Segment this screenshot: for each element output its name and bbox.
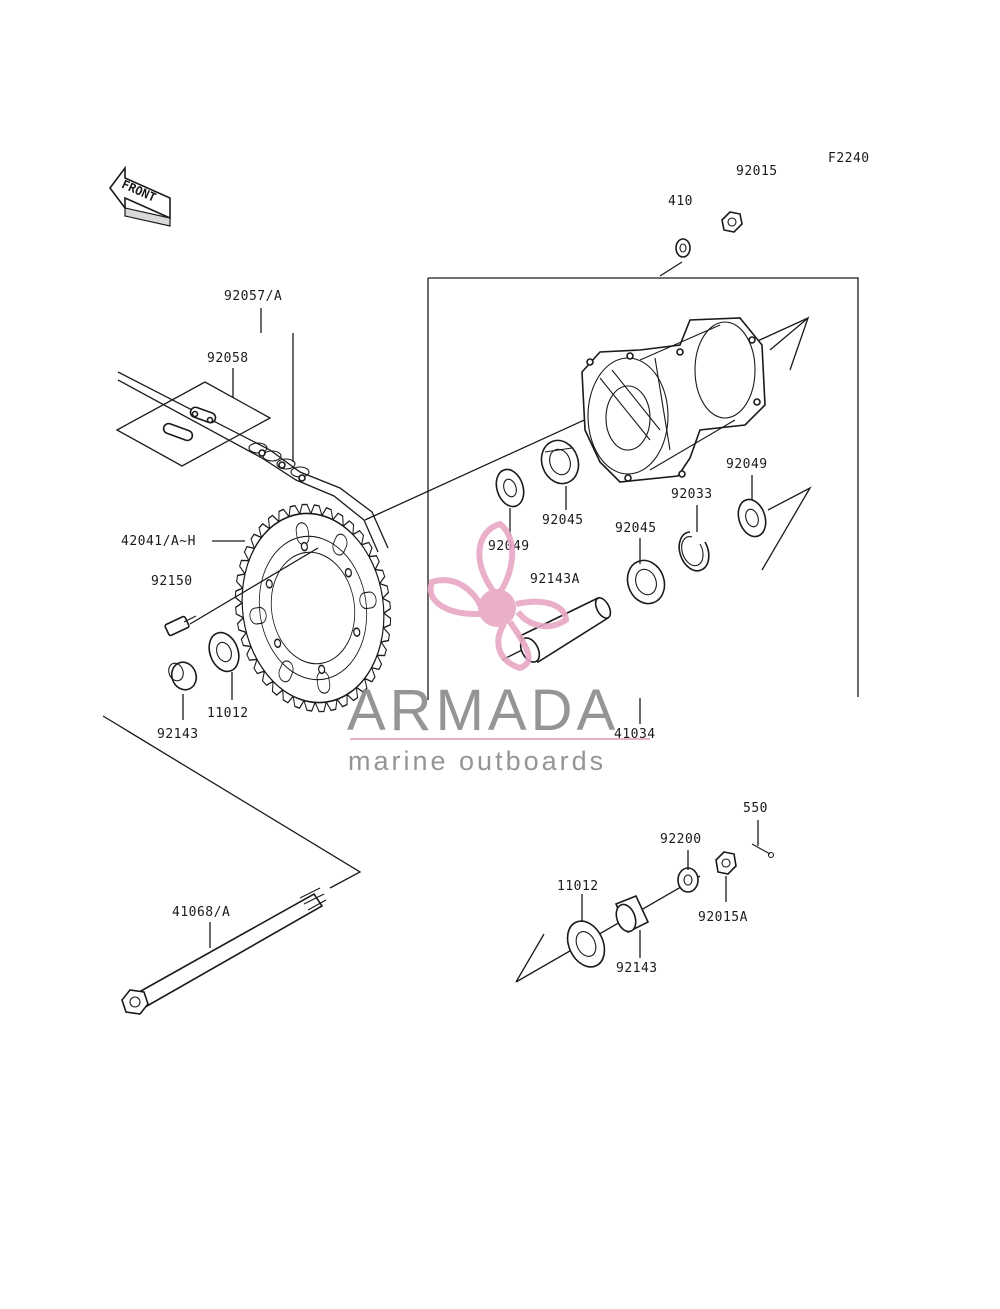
label-92045-lower: 92045: [615, 521, 657, 536]
rear-sprocket-icon: [234, 503, 392, 713]
axle-nut-top-icon: [721, 211, 743, 233]
label-92049-upper: 92049: [488, 539, 530, 554]
oil-seal-lower-icon: [566, 920, 606, 968]
oil-seal-upper-icon: [495, 468, 525, 508]
cotter-pin-icon: [751, 843, 775, 859]
label-92143-lower: 92143: [616, 961, 658, 976]
label-92057: 92057/A: [224, 289, 282, 304]
master-link-box: [115, 381, 272, 467]
label-550: 550: [743, 801, 768, 816]
axle-nut-lower-icon: [715, 851, 737, 875]
front-arrow-icon: FRONT: [109, 165, 171, 227]
reference-frame: [102, 261, 859, 889]
master-link-icon: [162, 406, 217, 442]
label-92150: 92150: [151, 574, 193, 589]
label-92015: 92015: [736, 164, 778, 179]
propeller-logo-icon: [427, 520, 570, 672]
label-41068: 41068/A: [172, 905, 230, 920]
label-92143A: 92143A: [530, 572, 580, 587]
label-92049-right: 92049: [726, 457, 768, 472]
collar-left-icon: [168, 661, 198, 691]
washer-410-icon: [675, 238, 691, 258]
circlip-icon: [678, 531, 710, 572]
spacer-92143A-icon: [518, 596, 612, 664]
collar-lower-icon: [614, 894, 650, 934]
sprocket-bolt-icon: [164, 615, 197, 637]
label-92143-left: 92143: [157, 727, 199, 742]
label-410: 410: [668, 194, 693, 209]
label-92033: 92033: [671, 487, 713, 502]
watermark-brand: ARMADA: [347, 678, 619, 743]
washer-92200-icon: [677, 867, 699, 893]
drive-chain: [117, 371, 389, 553]
sprocket-slots: [249, 522, 377, 694]
label-92015A: 92015A: [698, 910, 748, 925]
label-11012-lower: 11012: [557, 879, 599, 894]
label-92045-upper: 92045: [542, 513, 584, 528]
watermark: ARMADA marine outboards: [347, 520, 650, 776]
label-42041: 42041/A~H: [121, 534, 196, 549]
lower-axis-line: [515, 875, 701, 983]
watermark-divider: [350, 738, 650, 740]
oil-seal-left-icon: [208, 631, 240, 673]
bearing-upper-icon: [540, 439, 580, 485]
label-92058: 92058: [207, 351, 249, 366]
rear-hub-icon: [581, 317, 766, 483]
label-11012-left: 11012: [207, 706, 249, 721]
bearing-lower-icon: [626, 559, 666, 605]
chain-links: [248, 442, 310, 482]
label-92200: 92200: [660, 832, 702, 847]
watermark-tagline: marine outboards: [348, 746, 606, 776]
rear-axle-icon: [121, 887, 327, 1015]
oil-seal-right-icon: [737, 498, 767, 538]
figure-code: F2240: [828, 151, 870, 166]
